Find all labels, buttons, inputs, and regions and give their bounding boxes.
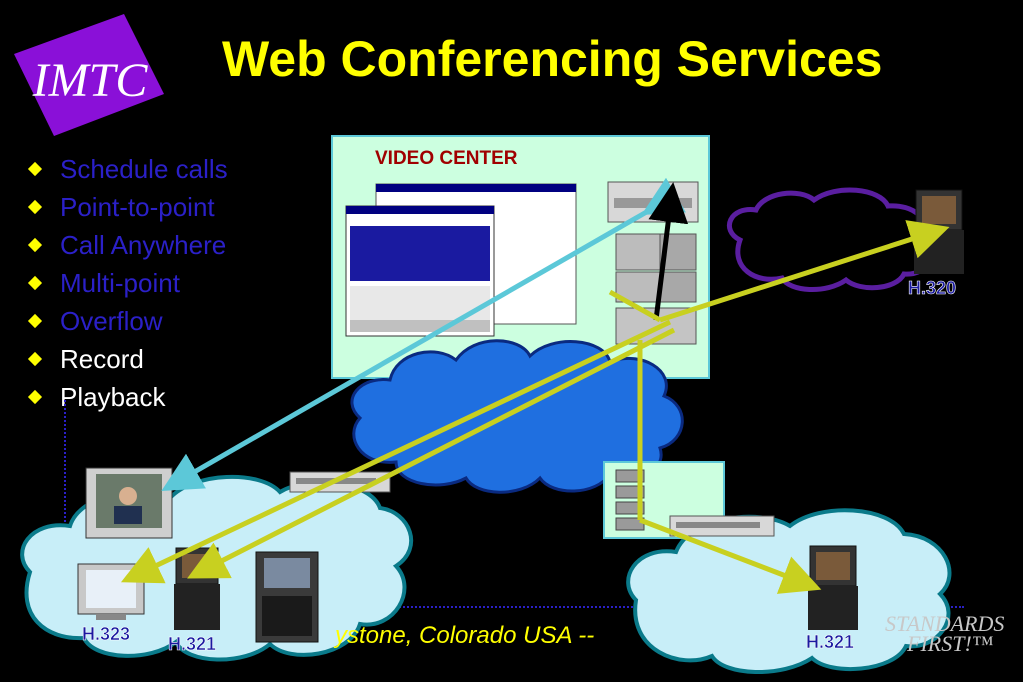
- h321-left-label: H.321: [168, 634, 216, 654]
- olive-link-line: [639, 517, 822, 594]
- olive-link-line: [187, 327, 676, 579]
- standards-first-logo: STANDARDS FIRST!™: [885, 611, 1005, 656]
- server-rack-icon: [607, 181, 699, 345]
- black-link-line: [648, 182, 689, 321]
- cyan-link-line: [161, 177, 686, 491]
- video-center-label: VIDEO CENTER: [375, 148, 518, 169]
- h321-left-terminal-icon: [174, 547, 220, 630]
- browser-screenshot-icon: [345, 183, 577, 337]
- olive-link-line: [608, 289, 662, 323]
- list-item: Record: [27, 340, 228, 378]
- pc-monitor-icon: [85, 467, 173, 539]
- standards-first-line1: STANDARDS: [885, 611, 1005, 636]
- divider: [64, 606, 964, 608]
- footer-text: ystone, Colorado USA --: [335, 622, 595, 649]
- isdn-label: ISDN: [800, 233, 848, 255]
- page-title: Web Conferencing Services: [222, 31, 883, 87]
- h321-right-terminal-icon: [808, 545, 858, 630]
- router-icon: [669, 515, 775, 537]
- list-item: Multi-point: [27, 264, 228, 302]
- h323-label: H.323: [82, 624, 130, 644]
- standards-first-line2: FIRST!™: [907, 631, 994, 656]
- list-item: Overflow: [27, 302, 228, 340]
- h323-pc-icon: [77, 563, 145, 620]
- olive-link-line: [120, 319, 672, 584]
- list-item: Playback: [27, 378, 228, 416]
- h321-right-label: H.321: [806, 632, 854, 652]
- logo-text: IMTC: [32, 54, 149, 107]
- olive-link-line: [659, 220, 950, 323]
- divider: [64, 400, 66, 550]
- h320-label: H.320: [908, 278, 956, 298]
- imtc-logo: IMTC: [14, 14, 164, 136]
- equipment-cabinet-icon: [255, 551, 319, 643]
